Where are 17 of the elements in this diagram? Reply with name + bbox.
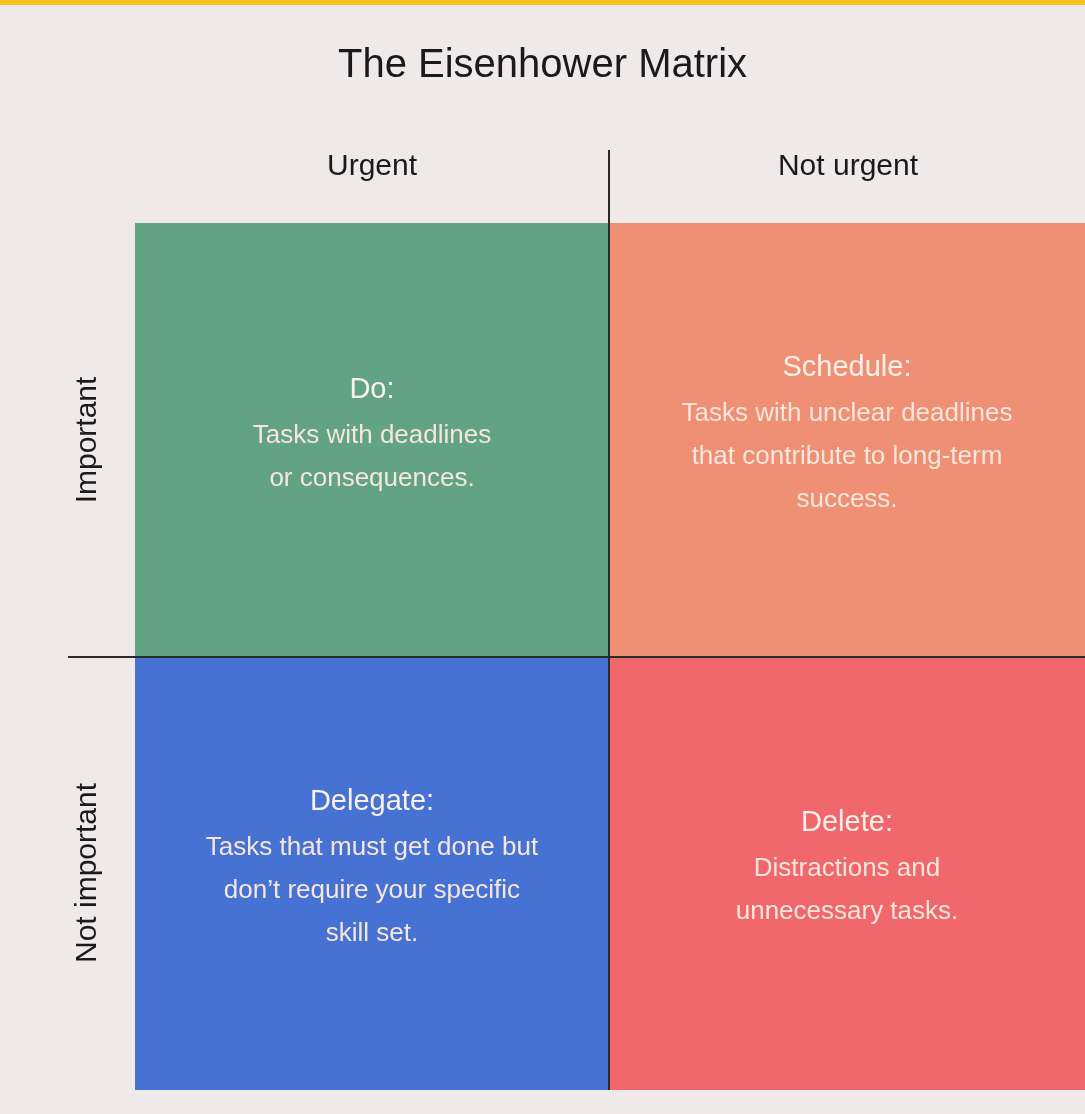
title: The Eisenhower Matrix [336,41,748,86]
quadrant-box [609,657,1085,1090]
column-label: Not urgent [777,148,919,182]
column-label: Urgent [327,148,417,182]
quadrant-description: Tasks with deadlines or consequences. [252,417,492,494]
quadrant-heading: Schedule: [782,350,912,383]
quadrant-heading: Delete: [801,805,893,838]
quadrant-heading: Delegate: [309,783,435,817]
quadrant-description: Tasks with unclear deadlines that contribute to long-term success. [680,396,1014,515]
quadrant-box [135,223,609,657]
quadrant-box [135,657,609,1090]
row-label: Not important [69,782,103,964]
quadrant-box [609,223,1085,657]
row-label: Important [69,376,103,504]
quadrant-heading: Do: [349,371,395,405]
quadrant-description: Distractions and unnecessary tasks. [734,851,960,927]
quadrant-description: Tasks that must get done but don’t require your specific skill set. [204,829,540,949]
